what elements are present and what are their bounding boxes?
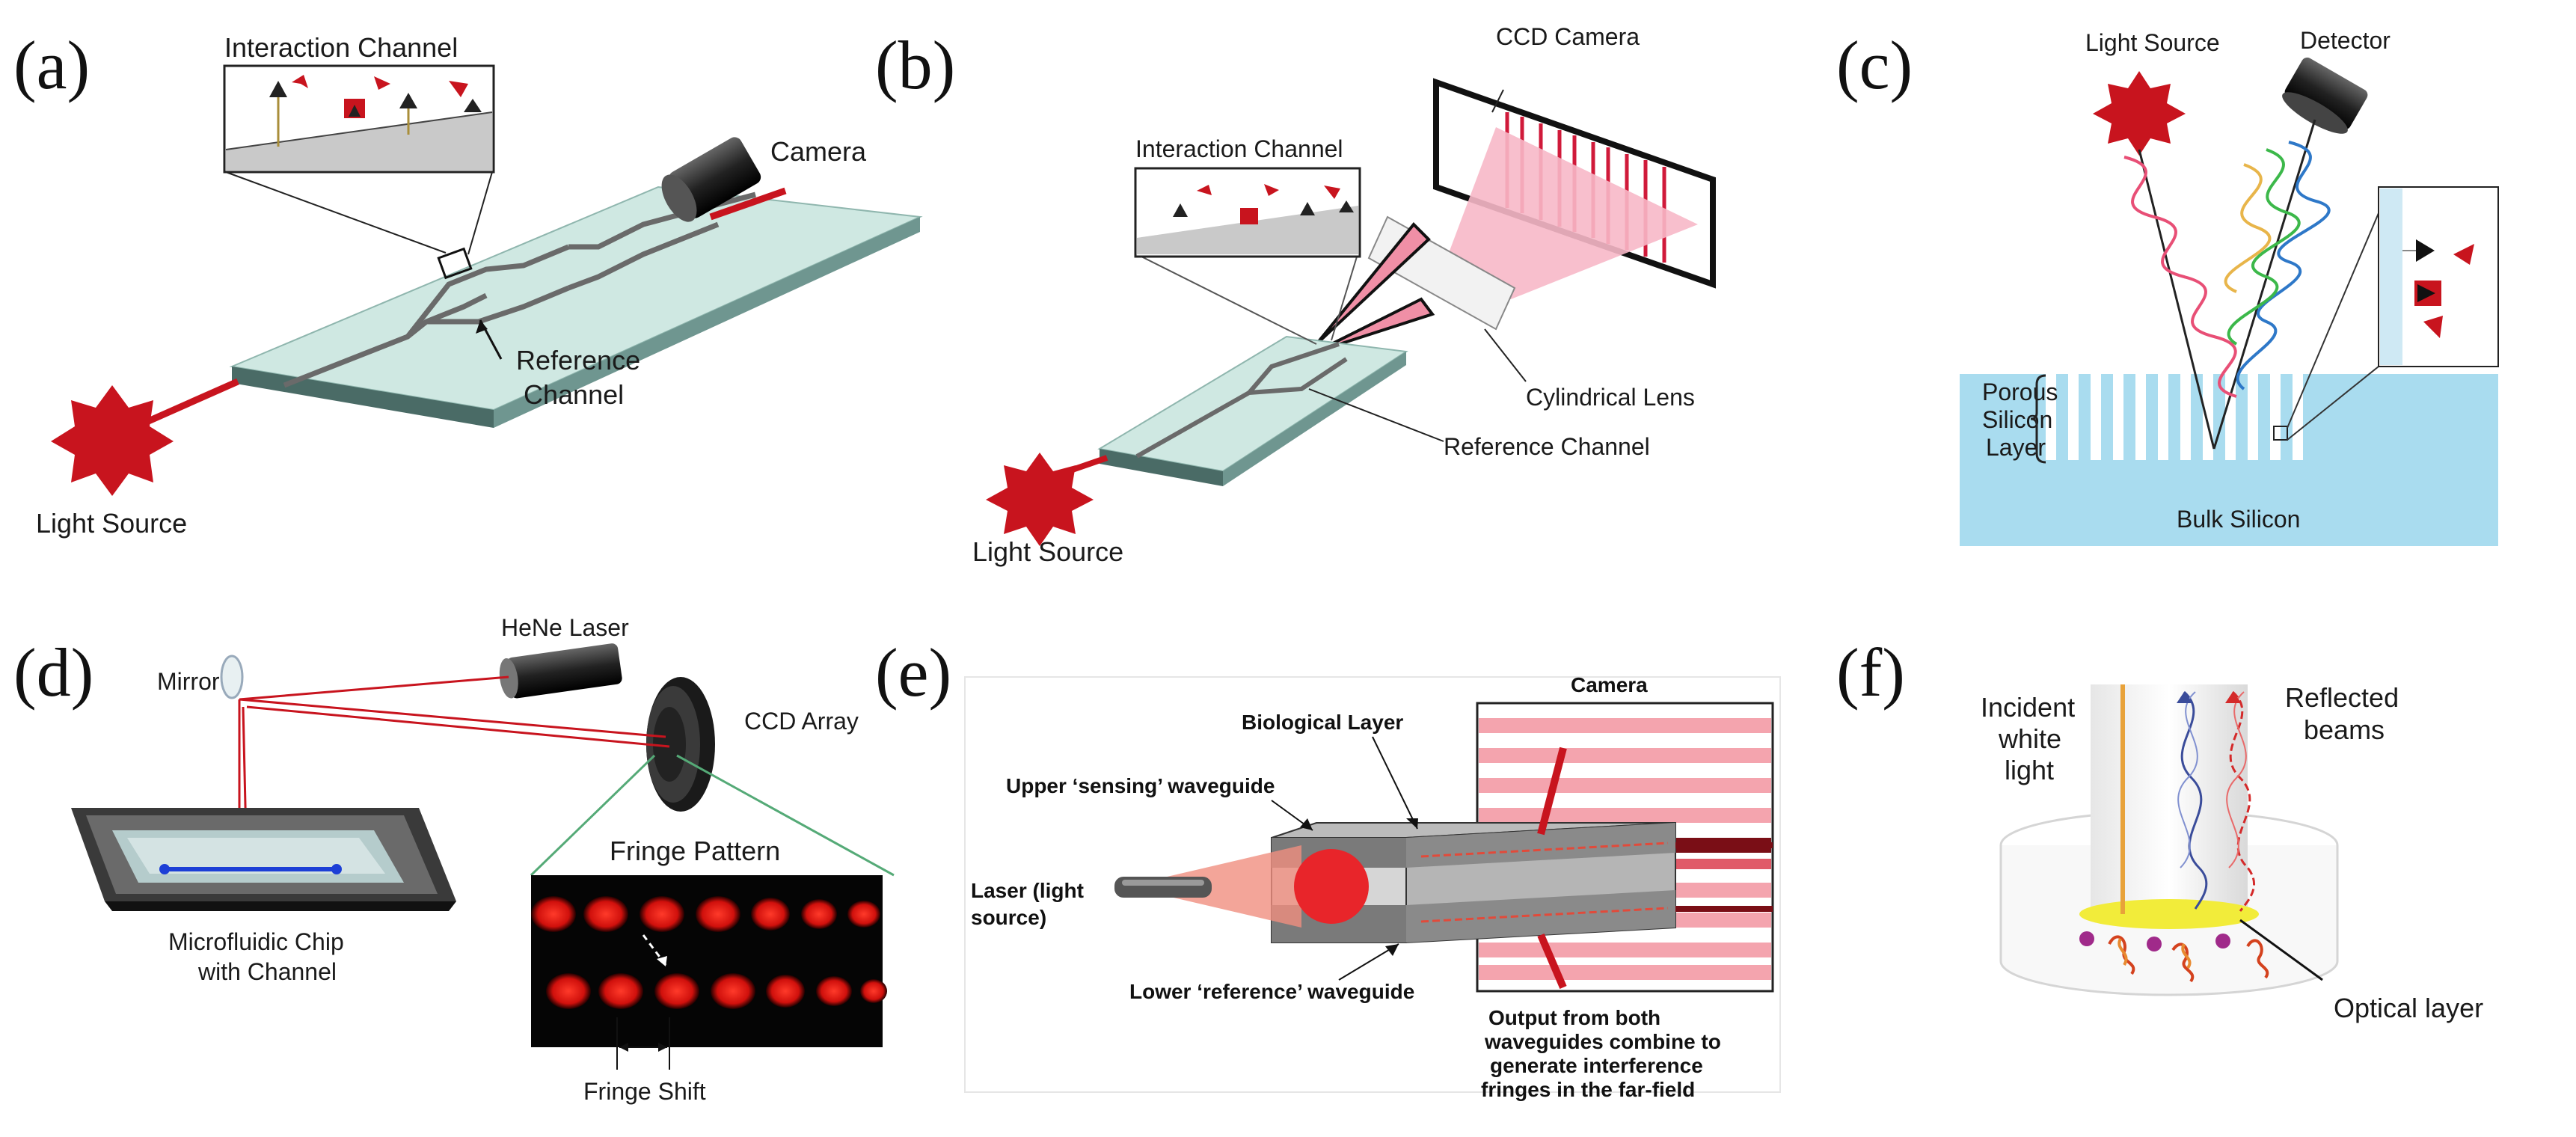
panel-a-light-source-label: Light Source [36,508,187,539]
panel-b-cone-1 [1315,222,1431,346]
panel-a-camera-icon [661,137,761,222]
panel-f-incident-label-1: Incident [1981,692,2075,723]
panel-b-light-source-icon [986,453,1094,546]
panel-b-cone-2 [1316,297,1435,353]
panel-b-reference-channel-label: Reference Channel [1444,433,1650,460]
panel-a-tag: (a) [13,27,90,103]
panel-f-tag: (f) [1836,634,1905,711]
panel-a-light-source-icon [51,385,174,496]
panel-c-tag: (c) [1836,27,1913,103]
panel-a-interaction-inset: Interaction Channel [223,32,495,255]
panel-e-camera-label: Camera [1571,673,1648,696]
panel-c-incident-beam [2138,149,2215,450]
panel-f: (f) Incident white light Reflected [1836,634,2483,1023]
panel-b-ccd-camera-label: CCD Camera [1496,23,1640,50]
panel-b-beam-fan [1440,127,1698,299]
panel-e-output-label-4: fringes in the far-field [1481,1078,1695,1101]
panel-a-reference-label-1: Reference [516,345,640,376]
panel-c-light-source-label: Light Source [2085,29,2220,56]
panel-e-upper-label: Upper ‘sensing’ waveguide [1006,774,1275,797]
panel-c-porous-label-2: Silicon [1982,406,2052,433]
panel-f-optical-layer [2079,899,2259,929]
panel-d-ccd-array-icon [646,677,715,812]
panel-d-fringe-pattern [531,875,887,1047]
panel-d-ccd-label: CCD Array [744,708,859,735]
panel-a-chip [229,186,923,428]
panel-e-lower-label: Lower ‘reference’ waveguide [1129,980,1414,1003]
panel-b-interaction-inset: Interaction Channel [1134,135,1361,345]
panel-e-output-label-1: Output from both [1488,1006,1660,1029]
panel-b-cylindrical-lens-label: Cylindrical Lens [1526,384,1695,411]
panel-e-output-label-3: generate interference [1490,1054,1703,1077]
panel-b-interaction-label: Interaction Channel [1135,135,1343,162]
panel-d: (d) Mirror HeNe Laser CCD Array [13,614,895,1105]
panel-c: (c) Porous Silicon Layer Bulk Silicon Li… [1836,27,2499,546]
panel-c-pores [2046,374,2303,460]
panel-d-mirror-label: Mirror [157,668,220,695]
panel-d-microfluidic-chip [71,808,456,911]
panel-a-interaction-label: Interaction Channel [224,32,458,63]
panel-b-tag: (b) [875,27,955,103]
panel-d-hene-label: HeNe Laser [501,614,629,641]
panel-e-biological-label: Biological Layer [1242,711,1403,734]
panel-a: (a) Light Source Camera [13,27,923,539]
panel-d-hene-laser-icon [499,643,622,699]
panel-f-light-column [2091,684,2248,913]
panel-e-laser-label-1: Laser (light [971,879,1084,902]
panel-b: (b) Light Source [875,23,1716,567]
panel-e-laser-label-2: source) [971,906,1046,929]
panel-c-porous-label-1: Porous [1982,379,2058,405]
panel-f-reflected-label-2: beams [2304,714,2385,745]
panel-c-detector-icon [2282,57,2368,134]
panel-e-laser-icon [1114,845,1369,928]
panel-b-light-source-label: Light Source [972,536,1123,567]
panel-d-chip-label-2: with Channel [197,958,337,985]
panel-a-reference-label-2: Channel [524,379,624,410]
panel-f-incident-label-2: white [1998,723,2061,754]
panel-d-fringe-label: Fringe Pattern [610,836,780,866]
panel-f-reflected-label-1: Reflected [2285,682,2399,713]
panel-a-beam-out [709,187,787,221]
panel-f-incident-label-3: light [2005,755,2054,785]
panel-c-light-source-icon [2093,71,2186,156]
panel-e-output-label-2: waveguides combine to [1484,1030,1721,1053]
panel-b-chip [1097,335,1408,486]
panel-f-molecules [2079,931,2269,983]
panel-d-mirror-icon [220,655,244,699]
panel-c-detector-label: Detector [2300,27,2391,54]
panel-f-optical-label: Optical layer [2334,993,2483,1023]
panel-e: (e) Camera [875,634,1781,1101]
panel-d-chip-label-1: Microfluidic Chip [168,928,344,955]
panel-d-tag: (d) [13,634,93,711]
panel-e-tag: (e) [875,634,951,711]
panel-c-bulk-silicon-label: Bulk Silicon [2177,506,2300,533]
panel-c-zoom-inset [2378,186,2499,367]
panel-d-fringe-shift-label: Fringe Shift [583,1078,706,1105]
panel-a-camera-label: Camera [770,136,867,167]
